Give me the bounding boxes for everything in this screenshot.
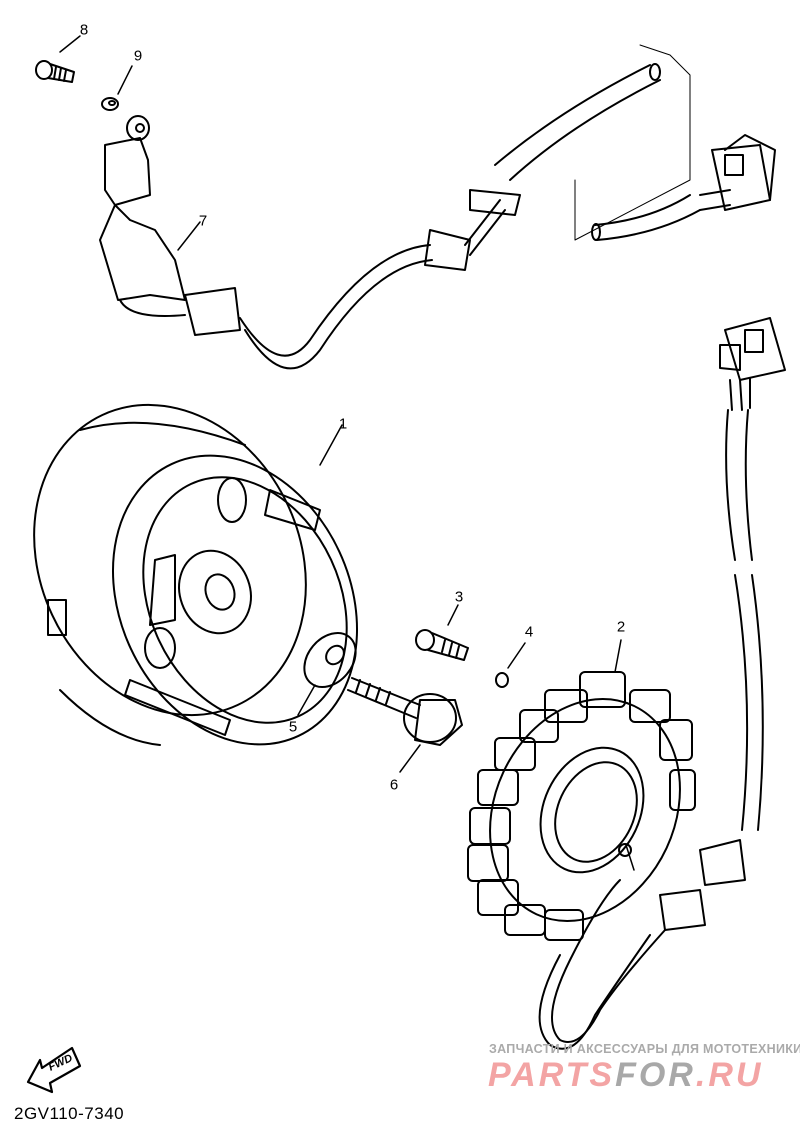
callout-3: 3 (454, 588, 464, 606)
watermark-subtitle: ЗАПЧАСТИ И АКСЕССУАРЫ ДЛЯ МОТОТЕХНИКИ (489, 1042, 800, 1056)
fwd-arrow-icon (26, 1046, 82, 1094)
stator-harness (538, 317, 786, 1050)
washer-4 (495, 642, 526, 688)
watermark-logo-ru: .RU (695, 1056, 764, 1094)
screw-3 (415, 604, 469, 661)
callout-2: 2 (616, 618, 626, 636)
callout-5: 5 (288, 718, 298, 736)
callout-9: 9 (133, 47, 143, 65)
screw-8 (35, 35, 81, 83)
bolt-6 (347, 677, 463, 773)
callout-4: 4 (524, 623, 534, 641)
wire-harness-upper (239, 44, 776, 370)
washer-5 (297, 632, 357, 716)
callout-7: 7 (198, 212, 208, 230)
watermark-logo-parts: PARTS (488, 1056, 616, 1094)
flywheel-rotor-1 (33, 403, 358, 746)
pickup-coil-7 (99, 115, 241, 336)
diagram-code: 2GV110-7340 (14, 1104, 125, 1123)
callout-8: 8 (79, 21, 89, 39)
watermark-logo: PARTSFOR.RU (488, 1056, 763, 1095)
stator-2 (467, 639, 696, 941)
callout-1: 1 (338, 415, 348, 433)
watermark-logo-for: FOR (615, 1056, 696, 1094)
washer-9 (101, 65, 133, 111)
callout-6: 6 (389, 776, 399, 794)
